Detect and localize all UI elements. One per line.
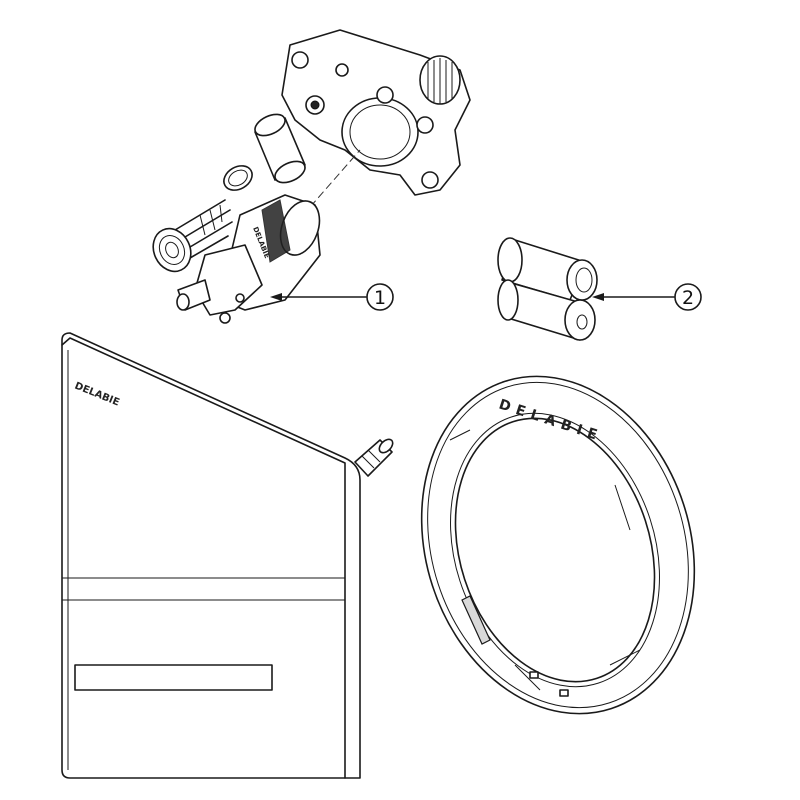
spacers — [497, 237, 598, 341]
valve-body — [281, 29, 471, 196]
callout-2-label: 2 — [682, 287, 694, 309]
strainer — [152, 199, 233, 273]
cover-panel: DELABIE — [61, 332, 394, 779]
o-ring — [223, 165, 253, 191]
callout-1: 1 — [270, 283, 394, 311]
callout-2: 2 — [592, 283, 702, 311]
cartridge: DELABIE — [176, 194, 321, 324]
sleeve — [254, 113, 306, 184]
retaining-ring: DELABIE — [420, 375, 696, 715]
callout-1-label: 1 — [374, 287, 386, 309]
